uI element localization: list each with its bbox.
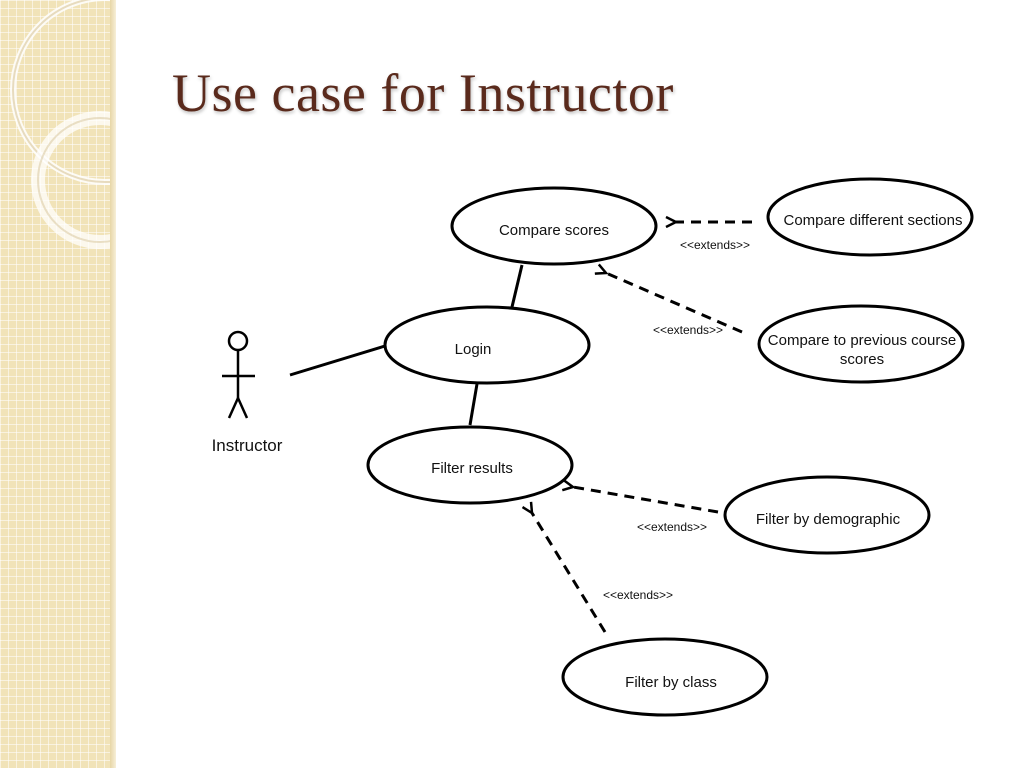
extends-arrow-compare-previous <box>606 273 743 334</box>
use-case-label: Compare scores <box>499 222 609 239</box>
use-case-login: Login <box>383 305 591 385</box>
use-case-filter-results: Filter results <box>366 425 574 505</box>
use-case-label: Filter by class <box>625 674 717 691</box>
use-case-label-line1: Compare to previous course <box>768 332 956 349</box>
use-case-compare-scores: Compare scores <box>450 186 658 266</box>
association-login-compare-scores <box>510 264 524 308</box>
use-case-filter-by-class: Filter by class <box>561 637 769 717</box>
use-case-label: Filter by demographic <box>756 511 901 528</box>
extends-arrow-filter-class <box>532 513 607 633</box>
actor-left-leg <box>227 397 240 419</box>
actor-head <box>227 330 249 352</box>
actor-right-leg <box>236 397 249 419</box>
extends-label-compare-sections: <<extends>> <box>680 238 750 252</box>
extends-label-filter-class: <<extends>> <box>603 588 673 602</box>
actor-label: Instructor <box>212 436 283 455</box>
use-case-compare-different-sections: Compare different sections <box>766 177 974 257</box>
use-case-label-line2: scores <box>840 351 884 368</box>
extends-label-compare-previous: <<extends>> <box>653 323 723 337</box>
use-case-label: Filter results <box>431 460 513 477</box>
sidebar-circles-ornament <box>10 0 114 249</box>
slide-title: Use case for Instructor <box>172 63 674 123</box>
use-case-label: Login <box>455 341 492 358</box>
instructor-actor: Instructor <box>212 330 283 455</box>
use-case-compare-previous-scores: Compare to previous course scores <box>757 304 965 384</box>
association-actor-login <box>289 344 386 377</box>
extends-label-filter-demographic: <<extends>> <box>637 520 707 534</box>
extends-arrow-filter-demographic <box>573 487 719 514</box>
use-case-filter-by-demographic: Filter by demographic <box>723 475 931 555</box>
use-case-label: Compare different sections <box>784 212 963 229</box>
decorative-sidebar <box>0 0 114 768</box>
sidebar-edge <box>110 0 116 768</box>
association-login-filter-results <box>468 383 479 426</box>
